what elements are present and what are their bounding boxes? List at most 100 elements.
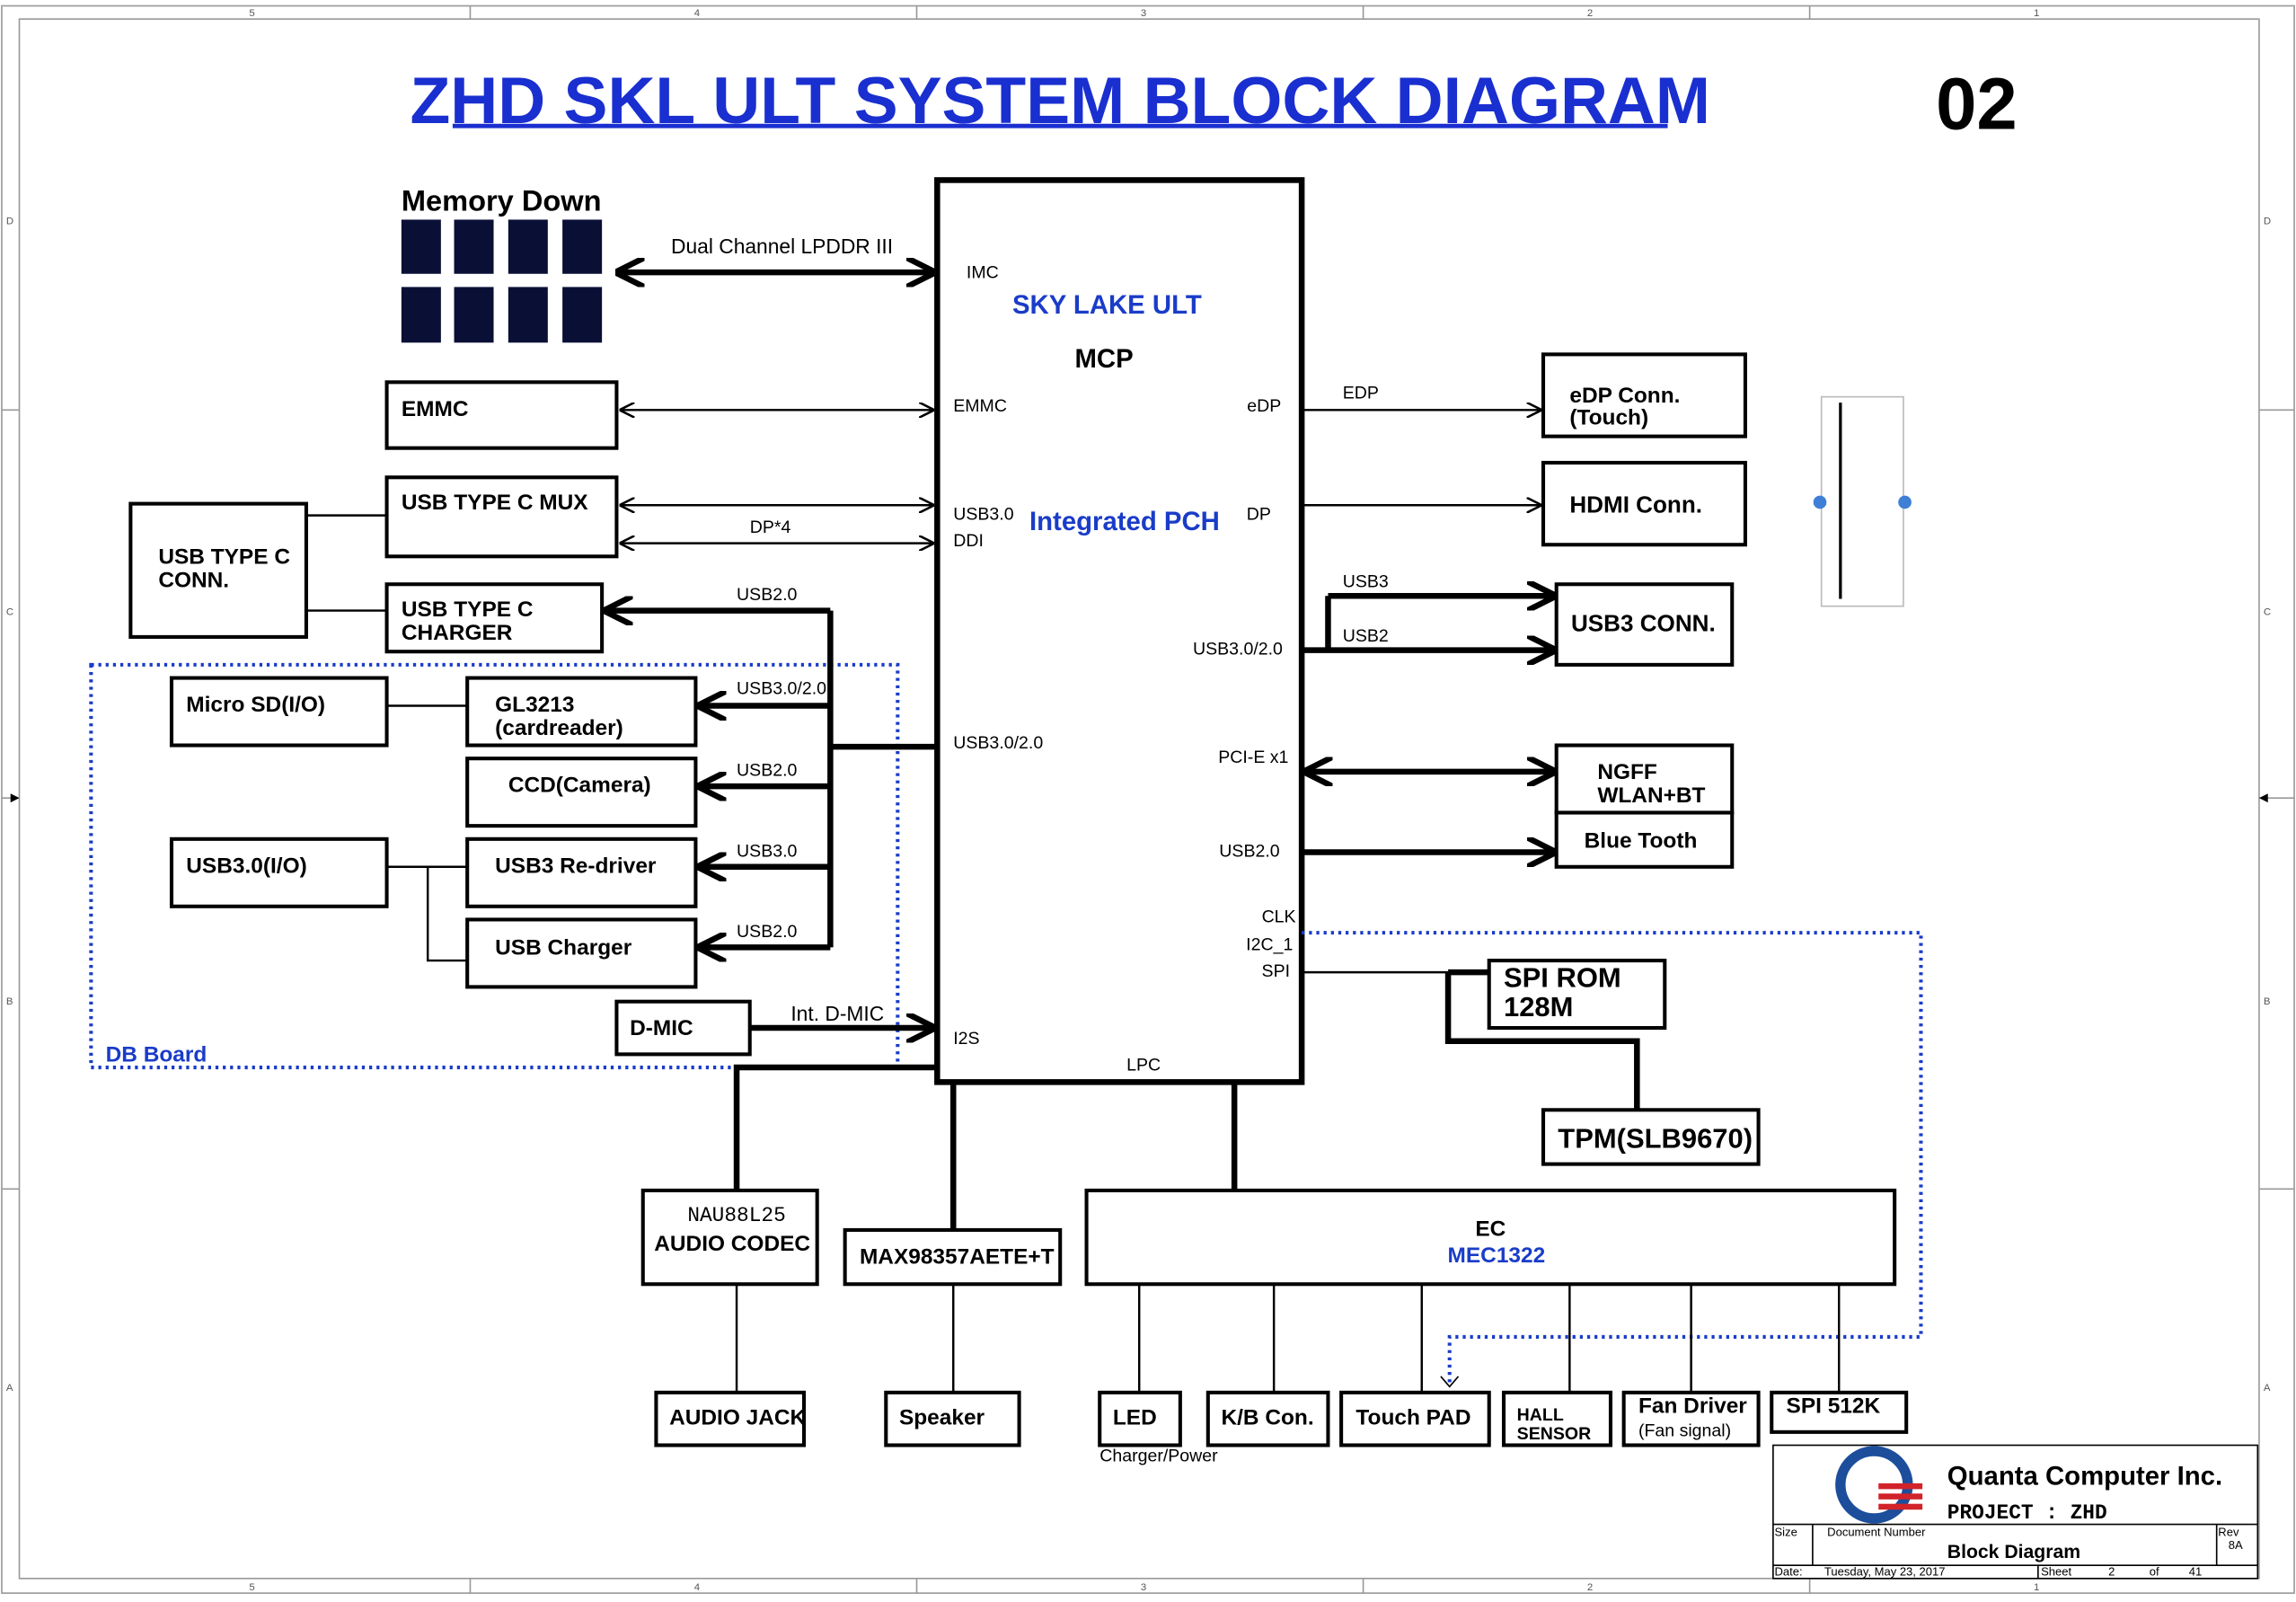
gl3213-label: GL3213	[495, 693, 574, 717]
port-i2s: I2S	[953, 1029, 979, 1049]
frame-mark-left: A	[6, 1383, 13, 1394]
audio-jack-label: AUDIO JACK	[669, 1406, 806, 1430]
usbc-conn-label-2: CONN.	[158, 569, 229, 593]
db-board-outline	[89, 662, 900, 1070]
sheet-value: 2	[2108, 1565, 2115, 1579]
hall-label: HALL	[1517, 1405, 1564, 1425]
memory-chip	[401, 287, 441, 343]
frame-marks: 5 4 3 2 1 5 4 3 2 1 D C B A D C B A	[6, 8, 2271, 1593]
port-usb20: USB2.0	[1219, 841, 1279, 861]
usb30io-block	[169, 836, 389, 908]
speaker-label: Speaker	[899, 1406, 985, 1430]
cpu-name: SKY LAKE ULT	[1012, 290, 1202, 320]
project-name: PROJECT : ZHD	[1947, 1501, 2107, 1525]
port-dp: DP	[1247, 505, 1271, 525]
fan-note: (Fan signal)	[1638, 1421, 1731, 1441]
port-spi: SPI	[1262, 961, 1291, 981]
usbc-mux-block	[384, 475, 619, 559]
usb3-conn-block	[1554, 582, 1735, 667]
memory-chip	[508, 219, 548, 274]
port-usb30: USB3.0	[953, 505, 1013, 525]
tpm-label: TPM(SLB9670)	[1558, 1123, 1753, 1155]
port-pcie: PCI-E x1	[1218, 748, 1288, 767]
component-handle-left[interactable]	[1813, 495, 1827, 509]
frame-mark-bottom: 4	[694, 1582, 700, 1593]
redriver-usb-label: USB3.0	[737, 841, 797, 861]
memory-chip	[454, 287, 494, 343]
page-number: 02	[1936, 63, 2018, 145]
bluetooth-block	[1554, 810, 1735, 869]
led-block	[1098, 1390, 1182, 1447]
emmc-block	[384, 380, 619, 450]
usbc-charger-label: USB TYPE C	[402, 597, 534, 622]
memory-chips	[401, 219, 603, 343]
touchpad-block	[1339, 1390, 1491, 1447]
fan-block	[1621, 1390, 1761, 1447]
frame-mark-left: D	[6, 216, 13, 226]
fan-label: Fan Driver	[1638, 1394, 1747, 1419]
i2c-touchpad-link	[1302, 931, 1923, 1385]
frame-mark-left: B	[6, 996, 13, 1007]
dp4-label: DP*4	[750, 518, 791, 537]
rev-value: 8A	[2229, 1538, 2243, 1552]
total-sheets: 41	[2189, 1565, 2202, 1579]
emmc-label: EMMC	[402, 397, 469, 421]
date-label: Date:	[1775, 1565, 1803, 1579]
sheet-frame	[1, 4, 2295, 1594]
port-usb3020-right: USB3.0/2.0	[1193, 639, 1283, 659]
cpu-package: MCP	[1075, 344, 1134, 374]
touchpad-arrow	[1440, 1376, 1460, 1388]
ccd-label: CCD(Camera)	[508, 774, 651, 798]
frame-mark-top: 2	[1587, 8, 1593, 19]
port-edp: eDP	[1247, 396, 1281, 416]
port-ddi: DDI	[953, 531, 984, 551]
codec-label: AUDIO CODEC	[654, 1232, 810, 1256]
frame-mark-right: D	[2264, 216, 2271, 226]
frame-mark-top: 3	[1141, 8, 1146, 19]
gl3213-label-2: (cardreader)	[495, 716, 623, 740]
redriver-label: USB3 Re-driver	[495, 854, 657, 878]
memory-chip	[508, 287, 548, 343]
spi512-label: SPI 512K	[1787, 1394, 1881, 1419]
frame-mark-bottom: 5	[249, 1582, 254, 1593]
spirom-block	[1487, 959, 1667, 1031]
usb3-link-label: USB3	[1343, 572, 1389, 592]
component-handle-right[interactable]	[1898, 495, 1912, 509]
size-label: Size	[1775, 1526, 1797, 1539]
rev-label: Rev	[2218, 1526, 2239, 1539]
spi512-block	[1770, 1390, 1909, 1434]
dmic-label: D-MIC	[630, 1016, 693, 1040]
port-lpc: LPC	[1126, 1055, 1161, 1075]
edp-conn-block	[1541, 352, 1747, 438]
usb2-link-label: USB2	[1343, 626, 1389, 646]
company-name: Quanta Computer Inc.	[1947, 1462, 2222, 1491]
touchpad-label: Touch PAD	[1356, 1406, 1470, 1430]
pch-label: Integrated PCH	[1029, 507, 1220, 536]
port-i2c: I2C_1	[1246, 935, 1293, 955]
usb-charger-label: USB Charger	[495, 936, 632, 960]
frame-mark-right: C	[2264, 606, 2271, 617]
tpm-block	[1541, 1108, 1761, 1166]
spi-tpm-link	[1444, 972, 1640, 1111]
edp-conn-label-2: (Touch)	[1569, 406, 1648, 430]
codec-part: NAU88L25	[687, 1204, 785, 1227]
frame-mark-right: B	[2264, 996, 2271, 1007]
db-board-label: DB Board	[106, 1043, 208, 1067]
frame-mark-bottom: 2	[1587, 1582, 1593, 1593]
kb-block	[1205, 1390, 1330, 1447]
frame-mark-right: A	[2264, 1383, 2271, 1394]
frame-center-arrow-right	[2258, 793, 2268, 803]
gl-usb-label: USB3.0/2.0	[737, 678, 826, 698]
ec-label: EC	[1475, 1217, 1506, 1241]
usb-charger-block	[465, 917, 698, 989]
speaker-block	[884, 1390, 1021, 1447]
hall-label-2: SENSOR	[1517, 1424, 1592, 1444]
charger2-usb-label: USB2.0	[737, 922, 797, 942]
edp-conn-label: eDP Conn.	[1569, 384, 1680, 408]
gl3213-block	[465, 676, 698, 748]
dmic-link-label: Int. D-MIC	[790, 1002, 884, 1025]
component-placeholder	[1820, 395, 1904, 607]
ngff-label-2: WLAN+BT	[1597, 783, 1705, 808]
spirom-label: SPI ROM	[1504, 961, 1621, 993]
